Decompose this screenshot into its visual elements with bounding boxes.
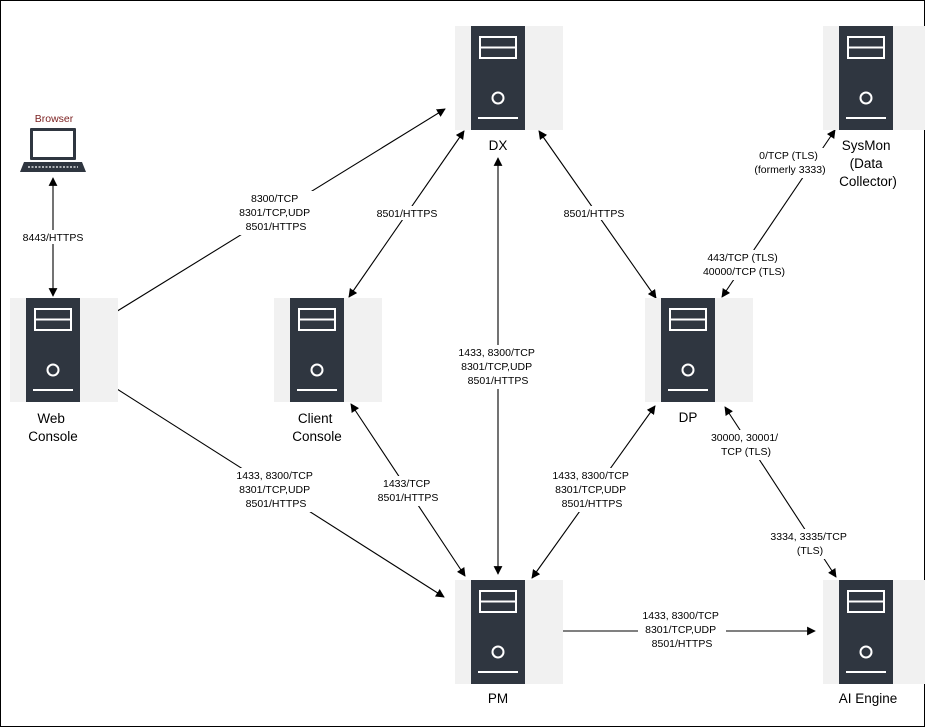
pm-label: PM xyxy=(488,691,508,706)
label-web-pm: 1433, 8300/TCP 8301/TCP,UDP 8501/HTTPS xyxy=(236,470,315,510)
sysmon-label: SysMon (Data Collector) xyxy=(839,138,897,189)
server-client-console xyxy=(273,297,383,403)
client-console-label: Client Console xyxy=(292,411,342,444)
server-sysmon xyxy=(822,25,925,131)
label-dx-pm: 1433, 8300/TCP 8301/TCP,UDP 8501/HTTPS xyxy=(458,347,537,387)
browser-label: Browser xyxy=(35,113,74,125)
web-console-label: Web Console xyxy=(28,411,78,444)
ai-engine-label: AI Engine xyxy=(839,691,898,706)
laptop-icon xyxy=(20,128,86,172)
label-browser-web: 8443/HTTPS xyxy=(23,232,84,244)
server-pm xyxy=(454,579,564,685)
label-pm-ai: 1433, 8300/TCP 8301/TCP,UDP 8501/HTTPS xyxy=(642,610,721,650)
server-web-console xyxy=(9,297,119,403)
server-dp xyxy=(644,297,754,403)
label-dp-sysmon-a: 0/TCP (TLS) (formerly 3333) xyxy=(754,150,825,176)
label-dp-sysmon-b: 443/TCP (TLS) 40000/TCP (TLS) xyxy=(703,252,785,278)
label-dx-dp: 8501/HTTPS xyxy=(564,208,625,220)
dx-label: DX xyxy=(489,138,508,153)
label-dp-ai-b: 3334, 3335/TCP (TLS) xyxy=(770,531,849,557)
label-dp-pm: 1433, 8300/TCP 8301/TCP,UDP 8501/HTTPS xyxy=(552,470,631,510)
server-dx xyxy=(454,25,564,131)
label-client-dx: 8501/HTTPS xyxy=(377,208,438,220)
label-web-dx: 8300/TCP 8301/TCP,UDP 8501/HTTPS xyxy=(239,193,313,233)
server-ai-engine xyxy=(822,579,925,685)
label-dp-ai-a: 30000, 30001/ TCP (TLS) xyxy=(711,432,781,458)
dp-label: DP xyxy=(679,410,698,425)
label-client-pm: 1433/TCP 8501/HTTPS xyxy=(378,478,439,504)
